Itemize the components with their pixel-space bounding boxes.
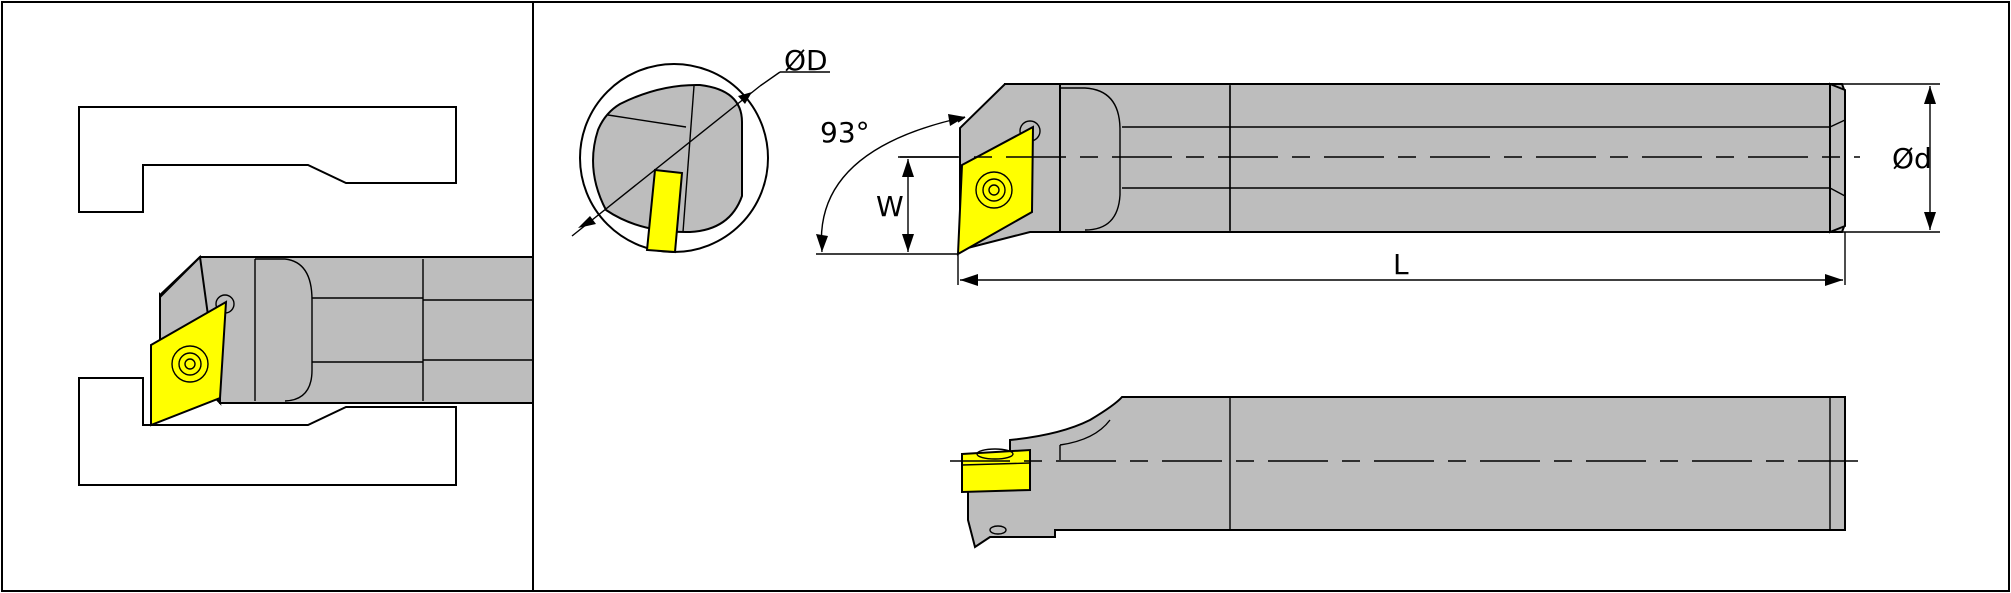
coolant-hole	[989, 525, 1007, 535]
arrow-angle-bottom	[816, 234, 828, 252]
insert-end-view	[645, 168, 684, 254]
dia-leader	[571, 85, 761, 237]
label-width: W	[876, 190, 904, 223]
arrow-od-bottom	[1924, 212, 1936, 230]
side-curve	[1059, 419, 1111, 446]
insert-top	[956, 125, 1035, 256]
workpiece-upper	[78, 106, 457, 213]
insert-screw-outer	[171, 345, 209, 383]
angle-leader	[957, 116, 966, 123]
label-shank-dia: Ød	[1892, 142, 1932, 175]
insert-side-screw	[976, 448, 1014, 460]
insert-screw-top-outer	[975, 171, 1013, 209]
side-view	[950, 396, 1860, 549]
arrow-w-top	[902, 159, 914, 177]
section-flat-2	[682, 85, 695, 233]
shank-section	[592, 83, 743, 234]
insert-side	[961, 448, 1031, 494]
label-angle: 93°	[820, 116, 870, 149]
shank-end-chamfer	[1829, 82, 1846, 234]
insert-screw-top-center	[988, 184, 1000, 196]
insert-screw-center	[184, 358, 196, 370]
insert-left	[150, 300, 228, 427]
angle-arc	[820, 116, 966, 253]
tool-body-side	[967, 396, 1846, 549]
insert-side-edge	[961, 462, 1031, 466]
arrow-od-top	[1924, 86, 1936, 104]
arrow-l-right	[1825, 274, 1843, 286]
chamfer-line-2	[1829, 187, 1846, 197]
chamfer-line-1	[1829, 119, 1846, 128]
arrow-l-left	[960, 274, 978, 286]
section-flat-1	[607, 114, 687, 128]
top-view: Ød L W 93°	[816, 82, 1940, 286]
application-view	[78, 106, 534, 486]
dia-leader-ext	[759, 71, 781, 87]
head-curve-top	[1060, 87, 1121, 231]
label-bore-dia: ØD	[784, 44, 828, 77]
arrow-angle-top	[948, 114, 965, 126]
insert-screw-top-inner	[982, 178, 1006, 202]
end-view: ØD	[571, 44, 830, 254]
label-length: L	[1393, 248, 1409, 281]
arrow-w-bottom	[902, 234, 914, 252]
insert-screw-inner	[178, 352, 202, 376]
head-curve	[255, 258, 313, 402]
shank-top	[1004, 83, 1846, 233]
workpiece-lower	[78, 377, 457, 486]
dia-arrow-2	[738, 92, 752, 104]
dia-arrow-1	[578, 216, 596, 228]
